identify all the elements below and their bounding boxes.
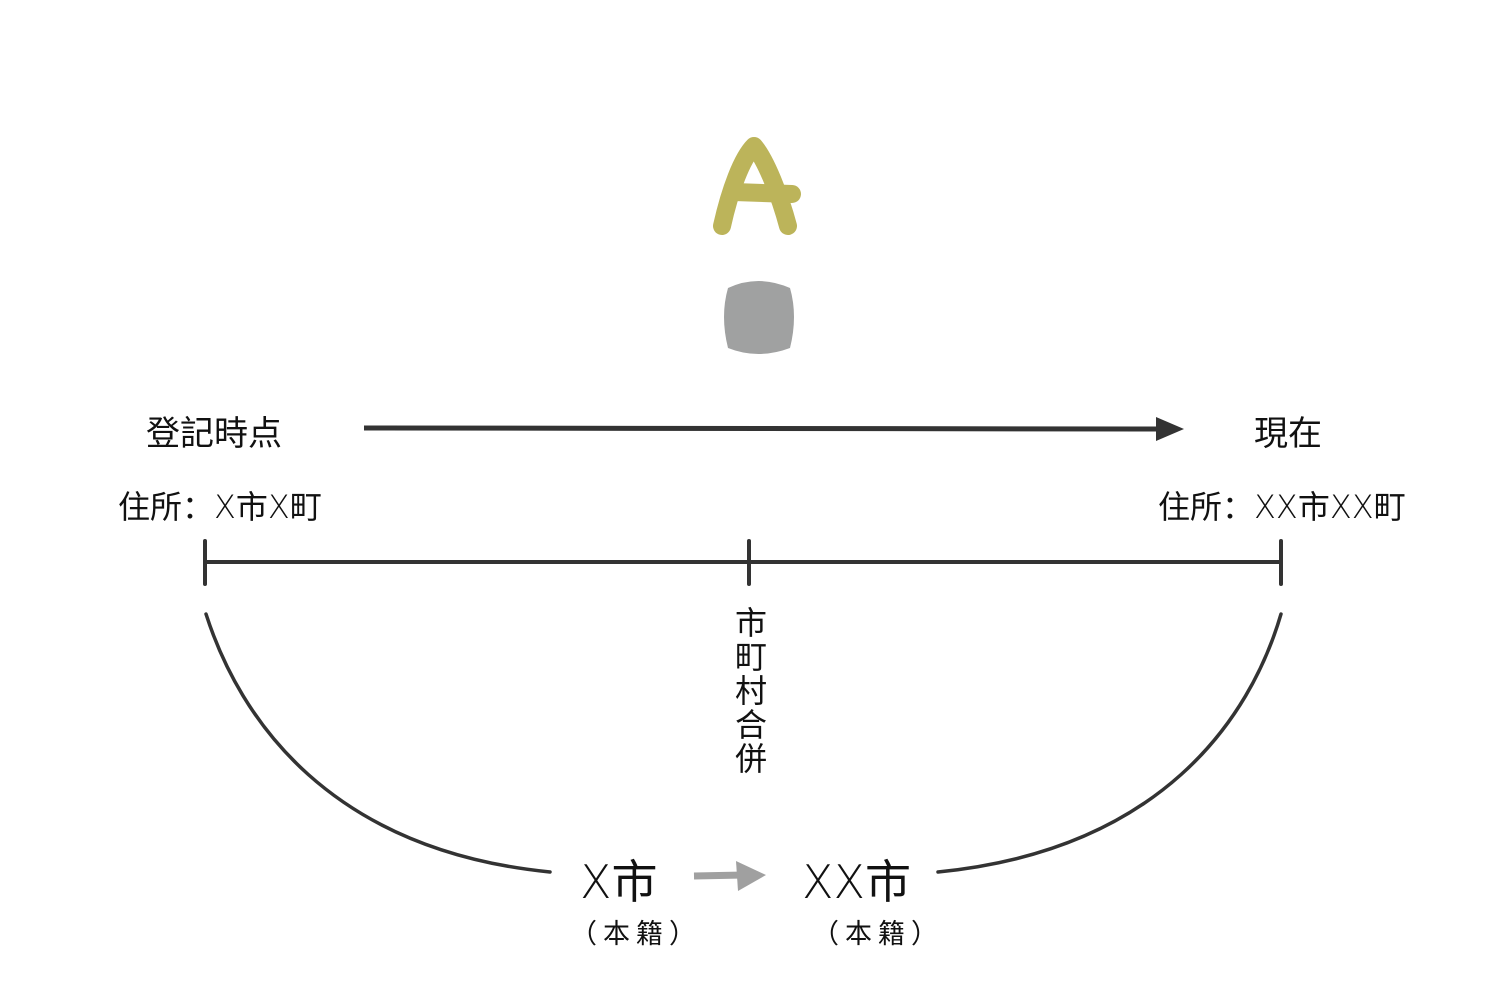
- domicile-after-note: （本籍）: [812, 919, 944, 950]
- person-a-icon: [713, 137, 801, 354]
- right-arc: [936, 612, 1283, 874]
- timeline-end-label: 現在: [1254, 414, 1322, 454]
- address-right: 住所：XX市XX町: [1158, 488, 1406, 526]
- address-left: 住所：X市X町: [118, 488, 322, 526]
- left-arc: [204, 612, 552, 874]
- domicile-change-arrow: [693, 861, 766, 891]
- domicile-before-city: X市: [580, 855, 658, 909]
- timeline-arrow: [363, 417, 1184, 441]
- timeline-start-label: 登記時点: [146, 414, 282, 454]
- domicile-before-note: （本籍）: [570, 919, 702, 950]
- range-bar: [203, 539, 1283, 586]
- domicile-after-city: XX市: [802, 855, 912, 909]
- merger-event-label: 市町村合併: [730, 606, 768, 776]
